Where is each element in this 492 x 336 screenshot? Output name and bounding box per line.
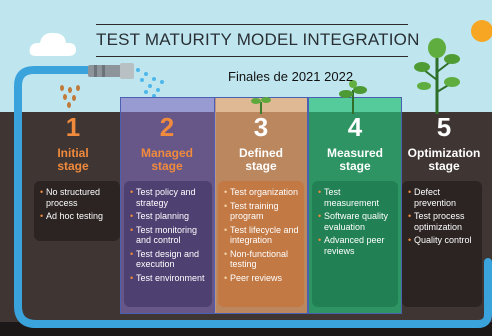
stage-number: 2 [159, 112, 175, 142]
list-item: No structured process [40, 187, 116, 208]
title-banner: TEST MATURITY MODEL INTEGRATION [96, 18, 420, 58]
title-top-rule [96, 24, 408, 25]
stage-items-list: No structured process Ad hoc testing [34, 181, 120, 241]
stage-items-list: Test policy and strategy Test planning T… [124, 181, 212, 307]
overlay-caption: Finales de 2021 2022 [228, 69, 354, 84]
page-title: TEST MATURITY MODEL INTEGRATION [96, 30, 420, 49]
stage-name: Initial stage [26, 147, 120, 173]
list-item: Software quality evaluation [318, 211, 394, 232]
list-item: Test lifecycle and integration [224, 225, 300, 246]
stage-name-line: Optimization [407, 146, 481, 160]
small-plant-icon [339, 80, 367, 114]
list-item: Test policy and strategy [130, 187, 208, 208]
list-item: Ad hoc testing [40, 211, 116, 222]
stage-number: 3 [253, 112, 269, 142]
seed-icon [60, 85, 80, 108]
stage-name-line: Initial [57, 146, 89, 160]
nozzle-icon [88, 63, 134, 79]
list-item: Advanced peer reviews [318, 235, 394, 256]
title-bottom-rule [96, 56, 408, 57]
stage-name-line: Defined [238, 146, 283, 160]
list-item: Defect prevention [408, 187, 478, 208]
stage-number: 5 [436, 112, 452, 142]
stage-name: Optimization stage [398, 147, 490, 173]
stage-name: Managed stage [120, 147, 214, 173]
stage-name-line: stage [151, 159, 183, 173]
sprout-icon [251, 97, 271, 114]
stage-name-line: stage [57, 159, 89, 173]
list-item: Test environment [130, 273, 208, 284]
stage-name: Measured stage [308, 147, 402, 173]
list-item: Test design and execution [130, 249, 208, 270]
list-item: Non-functional testing [224, 249, 300, 270]
list-item: Test measurement [318, 187, 394, 208]
stage-number: 1 [65, 112, 81, 142]
stage-name-line: Measured [326, 146, 384, 160]
stage-name-line: stage [428, 159, 460, 173]
tree-icon [414, 38, 460, 114]
stage-items-list: Defect prevention Test process optimizat… [402, 181, 482, 307]
list-item: Test training program [224, 201, 300, 222]
list-item: Test organization [224, 187, 300, 198]
stage-name: Defined stage [214, 147, 308, 173]
hose-icon [14, 66, 492, 328]
list-item: Peer reviews [224, 273, 300, 284]
list-item: Test monitoring and control [130, 225, 208, 246]
water-drops-icon [136, 68, 164, 98]
list-item: Test planning [130, 211, 208, 222]
list-item: Quality control [408, 235, 478, 246]
cloud-icon [29, 32, 77, 56]
list-item: Test process optimization [408, 211, 478, 232]
stage-name-line: Managed [140, 146, 193, 160]
stage-items-list: Test organization Test training program … [218, 181, 304, 307]
sun-icon [471, 20, 492, 42]
stage-name-line: stage [245, 159, 277, 173]
stage-number: 4 [347, 112, 363, 142]
stage-name-line: stage [339, 159, 371, 173]
stage-items-list: Test measurement Software quality evalua… [312, 181, 398, 307]
